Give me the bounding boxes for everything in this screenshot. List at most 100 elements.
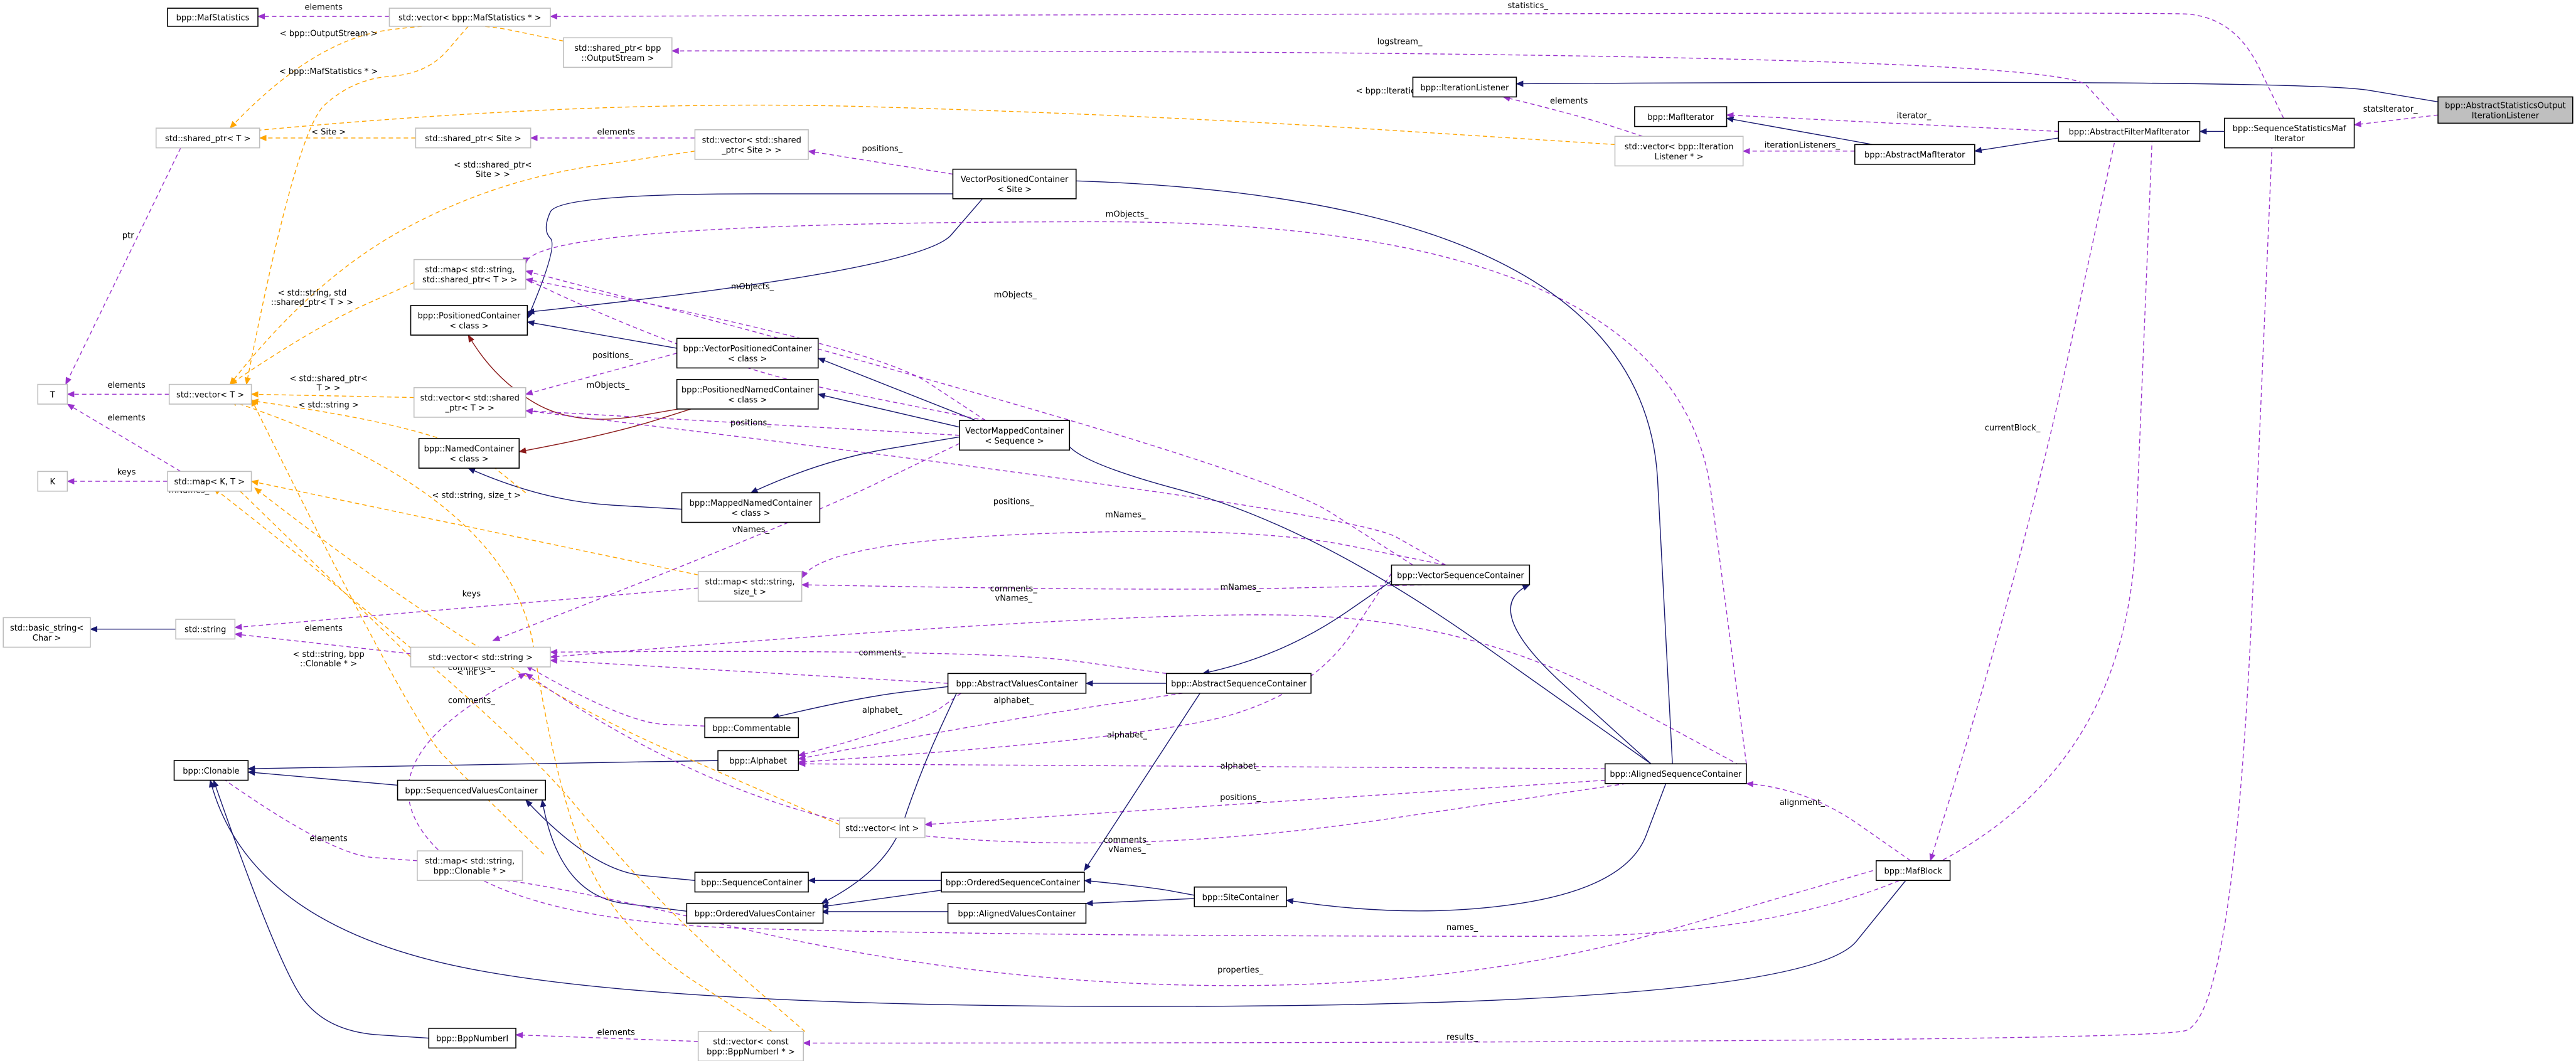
class-node-posNamedContainer[interactable]: bpp::PositionedNamedContainer< class > (676, 378, 819, 410)
class-node-seqValues[interactable]: bpp::SequencedValuesContainer (397, 779, 546, 801)
class-node-posContainer[interactable]: bpp::PositionedContainer< class > (410, 305, 528, 336)
node-box (952, 168, 1077, 200)
class-node-vecSpT[interactable]: std::vector< std::shared_ptr< T > > (413, 387, 526, 418)
edge-label: < Site > (311, 128, 346, 137)
usage-edge (408, 137, 2153, 937)
node-box (697, 571, 803, 602)
node-box (1614, 136, 1744, 167)
class-node-alignedSeq[interactable]: bpp::AlignedSequenceContainer (1604, 763, 1747, 784)
node-box (2437, 96, 2573, 124)
class-node-basicString[interactable]: std::basic_string<Char > (3, 617, 91, 648)
template-edge (229, 24, 564, 129)
node-box (415, 127, 532, 149)
template-edge (229, 481, 411, 658)
class-node-absFilterIter[interactable]: bpp::AbstractFilterMafIterator (2058, 120, 2201, 142)
class-node-bppNumberI[interactable]: bpp::BppNumberI (428, 1028, 516, 1049)
class-node-mapStrSize[interactable]: std::map< std::string,size_t > (697, 571, 803, 602)
class-node-spOutputStream[interactable]: std::shared_ptr< bpp::OutputStream > (563, 37, 673, 68)
template-edge (245, 104, 1615, 146)
class-node-mappedNamed[interactable]: bpp::MappedNamedContainer< class > (681, 492, 821, 523)
class-node-absSeq[interactable]: bpp::AbstractSequenceContainer (1165, 673, 1312, 694)
edge-label: < int > (457, 668, 486, 678)
usage-edge (476, 870, 1873, 986)
node-label: bpp::Commentable (712, 724, 791, 733)
node-label: bpp::AbstractSequenceContainer (1171, 680, 1307, 689)
usage-edge (671, 48, 2120, 122)
inheritance-edge (817, 392, 960, 428)
inheritance-edge (1202, 565, 1415, 676)
class-node-iterListener[interactable]: bpp::IterationListener (1412, 77, 1517, 98)
node-label: IterationListener (2472, 111, 2540, 120)
edge-label: results_ (1446, 1033, 1478, 1042)
node-label: bpp::VectorPositionedContainer (683, 344, 813, 354)
node-label: < class > (731, 509, 770, 518)
class-node-alignedValues[interactable]: bpp::AlignedValuesContainer (947, 903, 1087, 924)
class-node-mapKT[interactable]: std::map< K, T > (167, 471, 252, 492)
class-node-mafStatistics[interactable]: bpp::MafStatistics (167, 8, 259, 27)
class-node-absMafIter[interactable]: bpp::AbstractMafIterator (1854, 144, 1975, 165)
class-node-clonable[interactable]: bpp::Clonable (173, 760, 249, 781)
node-box (947, 673, 1087, 694)
node-label: T (50, 390, 55, 400)
node-label: < class > (449, 322, 488, 331)
node-label: VectorPositionedContainer (961, 175, 1069, 184)
inheritance-edge (1974, 137, 2059, 154)
node-label: bpp::PositionedContainer (417, 312, 521, 321)
class-node-vecPosSite[interactable]: VectorPositionedContainer< Site > (952, 168, 1077, 200)
class-node-vecInt[interactable]: std::vector< int > (838, 817, 926, 838)
usage-edge (1929, 142, 2115, 861)
usage-edge (525, 664, 705, 727)
edge-label: alignment_ (1780, 798, 1825, 808)
node-box (1854, 144, 1975, 165)
class-node-orderedSeq[interactable]: bpp::OrderedSequenceContainer (941, 872, 1085, 893)
template-edge (213, 487, 806, 1032)
edge-label: keys (462, 589, 481, 599)
node-label: bpp::Alphabet (729, 757, 787, 766)
node-label: bpp::AbstractStatisticsOutput (2445, 101, 2566, 110)
class-node-mafIter[interactable]: bpp::MafIterator (1634, 106, 1728, 127)
class-node-mapStrClonable[interactable]: std::map< std::string,bpp::Clonable * > (417, 850, 523, 882)
class-node-root[interactable]: bpp::AbstractStatisticsOutputIterationLi… (2437, 96, 2573, 124)
class-node-vecPosContainer[interactable]: bpp::VectorPositionedContainer< class > (676, 338, 819, 369)
class-node-vecString[interactable]: std::vector< std::string > (410, 646, 551, 668)
class-node-spSite[interactable]: std::shared_ptr< Site > (415, 127, 532, 149)
class-node-mafBlock[interactable]: bpp::MafBlock (1875, 860, 1951, 882)
edge-label: < std::string, bpp::Clonable * > (292, 650, 364, 669)
inheritance-edge (526, 193, 953, 319)
class-node-commentable[interactable]: bpp::Commentable (704, 717, 799, 738)
node-label: bpp::SequenceContainer (701, 878, 803, 888)
class-node-spT[interactable]: std::shared_ptr< T > (155, 127, 260, 149)
node-label: std::vector< T > (176, 390, 244, 400)
class-node-vecIterListener[interactable]: std::vector< bpp::IterationListener * > (1614, 136, 1744, 167)
inheritance-edge (468, 467, 682, 510)
edge-label: mObjects_ (994, 291, 1037, 300)
class-node-K[interactable]: K (37, 471, 68, 492)
class-node-orderedValues[interactable]: bpp::OrderedValuesContainer (686, 903, 824, 924)
edge-label: ptr (122, 232, 134, 241)
usage-edge (522, 221, 1747, 764)
class-node-mapStrSpT[interactable]: std::map< std::string,std::shared_ptr< T… (413, 259, 526, 290)
node-label: bpp::AlignedSequenceContainer (1610, 770, 1742, 779)
inheritance-edge (1285, 783, 1667, 912)
edge-label: < std::shared_ptr<T > > (289, 374, 367, 393)
class-node-seqContainer[interactable]: bpp::SequenceContainer (694, 872, 809, 893)
class-node-vecMapped[interactable]: VectorMappedContainer< Sequence > (959, 420, 1071, 451)
node-box (428, 1028, 516, 1049)
class-node-vecT[interactable]: std::vector< T > (168, 383, 252, 405)
class-node-namedContainer[interactable]: bpp::NamedContainer< class > (418, 438, 520, 469)
node-label: bpp::MafStatistics (176, 13, 250, 23)
class-node-siteContainer[interactable]: bpp::SiteContainer (1194, 886, 1287, 907)
inheritance-edge (525, 799, 695, 881)
class-node-stdString[interactable]: std::string (175, 619, 236, 640)
class-node-absValues[interactable]: bpp::AbstractValuesContainer (947, 673, 1087, 694)
class-node-vecMafStat[interactable]: std::vector< bpp::MafStatistics * > (388, 8, 551, 27)
template-edge (250, 398, 545, 855)
class-node-alphabet[interactable]: bpp::Alphabet (717, 750, 799, 771)
class-node-vecSpSite[interactable]: std::vector< std::shared_ptr< Site > > (694, 129, 809, 160)
inheritance-edge (247, 760, 719, 772)
node-box (1194, 886, 1287, 907)
class-node-vecSeqContainer[interactable]: bpp::VectorSequenceContainer (1391, 564, 1531, 585)
class-node-T[interactable]: T (37, 383, 68, 405)
